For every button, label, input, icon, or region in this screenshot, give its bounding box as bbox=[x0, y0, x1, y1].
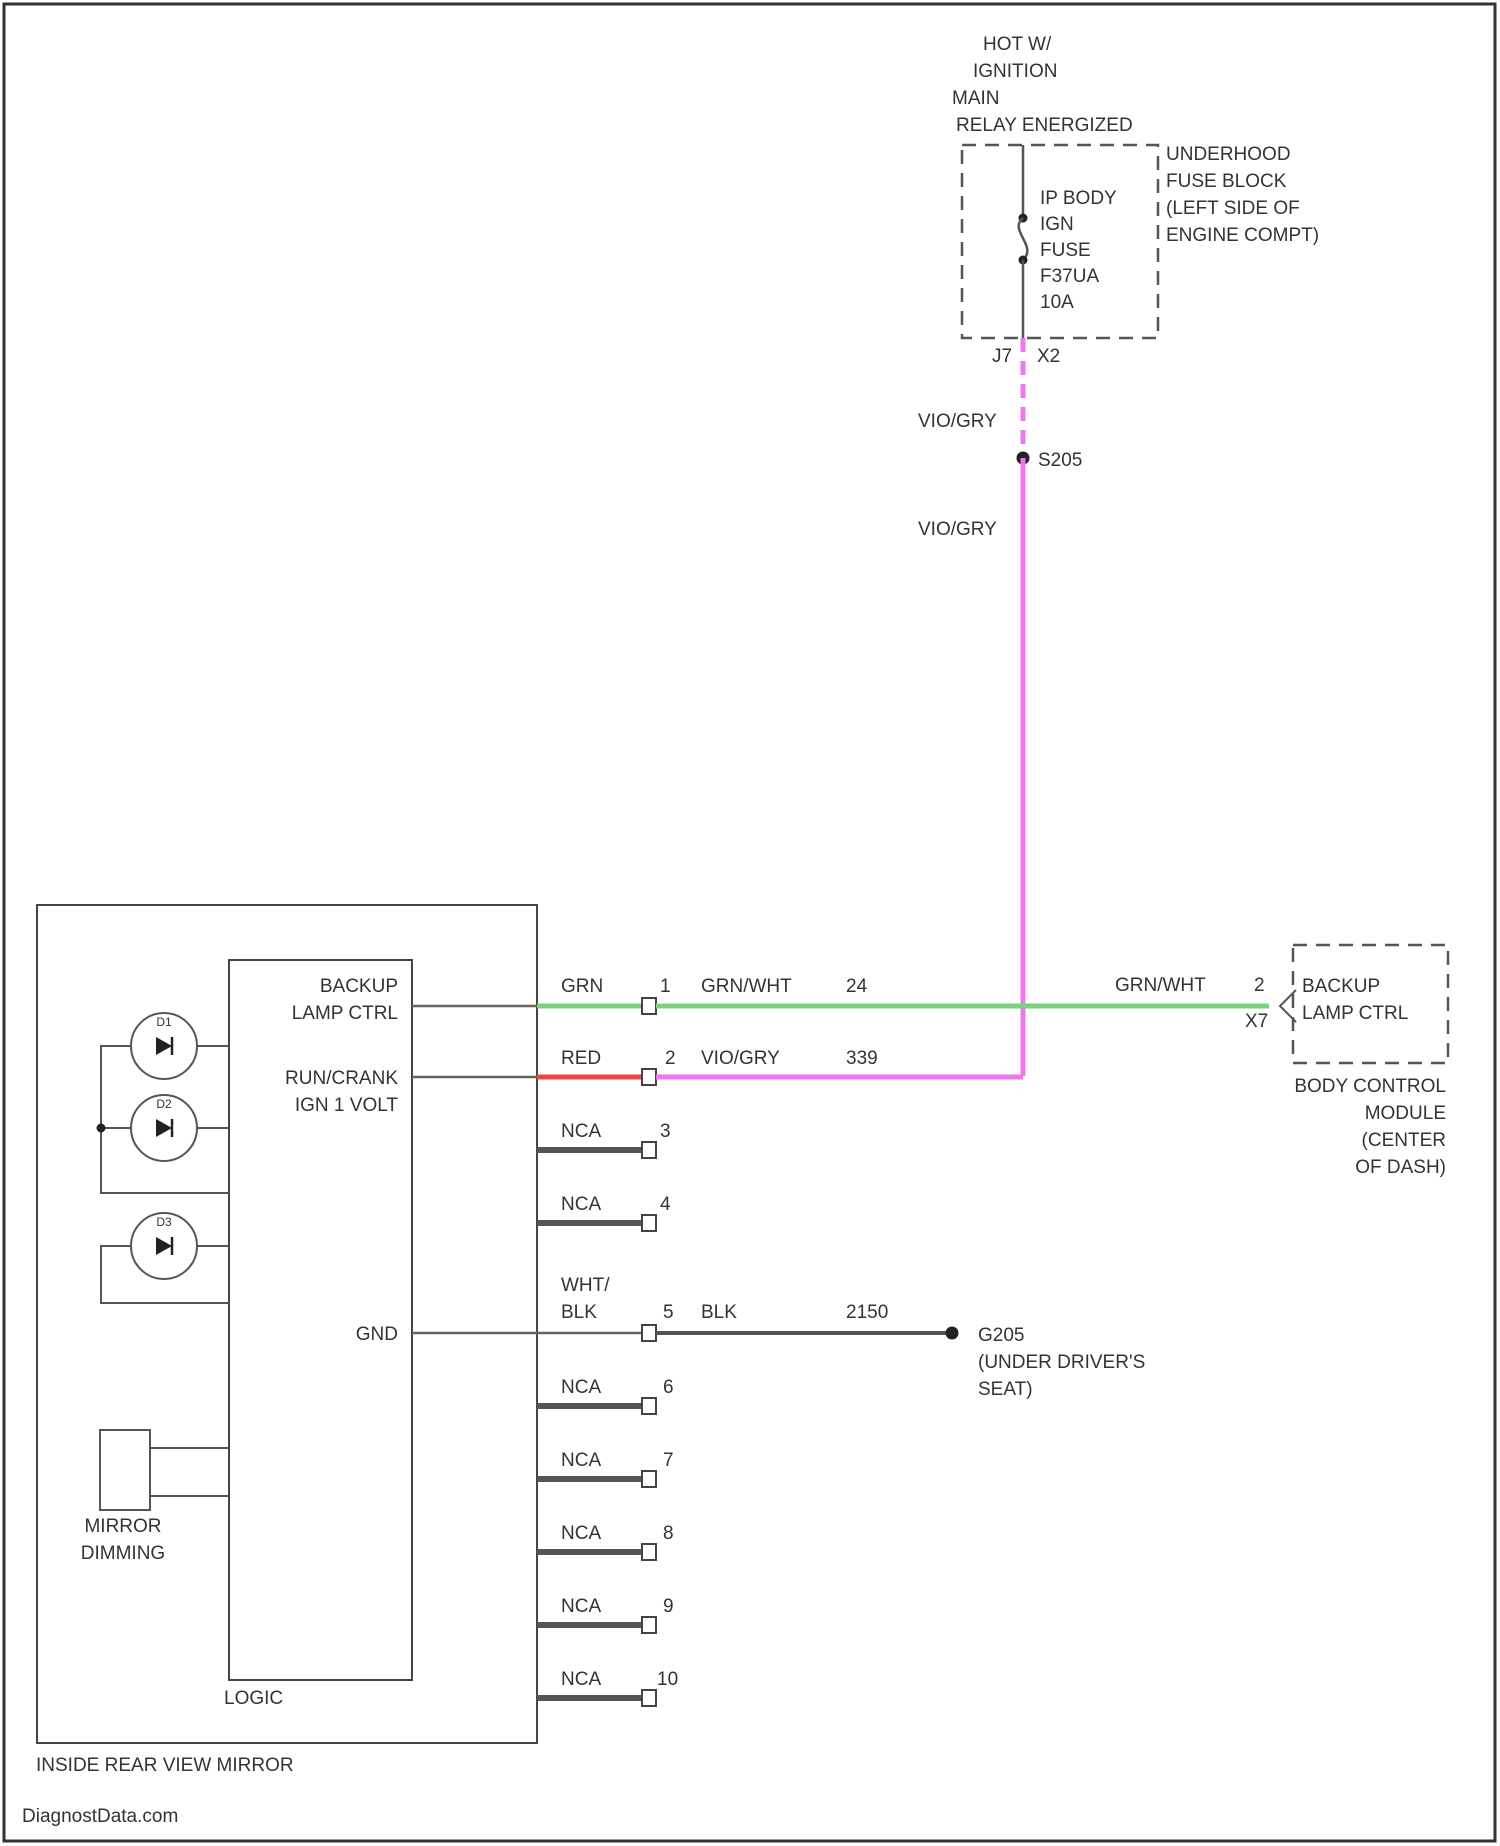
bcm-label-4: OF DASH) bbox=[1355, 1157, 1446, 1178]
bcm-label-1: BODY CONTROL bbox=[1294, 1076, 1446, 1097]
pin-5-inner-label-1: WHT/ bbox=[561, 1275, 610, 1296]
photodiode-icon: D1 bbox=[131, 1013, 197, 1079]
splice-label: S205 bbox=[1038, 450, 1082, 471]
pin-6-label: NCA bbox=[561, 1377, 601, 1398]
pin-3-terminal bbox=[642, 1142, 656, 1158]
pin-2-inner-label: RED bbox=[561, 1048, 601, 1069]
pin-1-num: 1 bbox=[660, 976, 671, 997]
pin-5-wire-label: BLK bbox=[701, 1302, 737, 1323]
svg-text:D3: D3 bbox=[156, 1215, 172, 1229]
bcm-inside-2: LAMP CTRL bbox=[1302, 1003, 1408, 1024]
ground-dot bbox=[946, 1327, 959, 1340]
pin-5-terminal bbox=[642, 1325, 656, 1341]
pin-8-label: NCA bbox=[561, 1523, 601, 1544]
pin-5-circuit: 2150 bbox=[846, 1302, 888, 1323]
pin-5-inner-label-2: BLK bbox=[561, 1302, 597, 1323]
pin-9-label: NCA bbox=[561, 1596, 601, 1617]
pin-2-num: 2 bbox=[665, 1048, 676, 1069]
fuse-line-2: IGN bbox=[1040, 214, 1074, 235]
relay-label: HOT W/ IGNITION MAIN RELAY ENERGIZED bbox=[952, 34, 1133, 136]
pin-10-num: 10 bbox=[657, 1669, 678, 1690]
relay-line-4: RELAY ENERGIZED bbox=[956, 115, 1133, 136]
fuse-connector-label: X2 bbox=[1037, 346, 1060, 367]
fuse-line-1: IP BODY bbox=[1040, 188, 1117, 209]
dimming-label-2: DIMMING bbox=[81, 1543, 165, 1564]
fuse-block-line-4: ENGINE COMPT) bbox=[1166, 225, 1319, 246]
bcm-inside-1: BACKUP bbox=[1302, 976, 1380, 997]
pin-4-terminal bbox=[642, 1215, 656, 1231]
relay-line-2: IGNITION bbox=[973, 61, 1057, 82]
svg-text:D1: D1 bbox=[156, 1015, 172, 1029]
dimming-label-1: MIRROR bbox=[84, 1516, 161, 1537]
pin-3-label: NCA bbox=[561, 1121, 601, 1142]
pin-3-num: 3 bbox=[660, 1121, 671, 1142]
junction-dot bbox=[97, 1124, 106, 1133]
backup-label-2: LAMP CTRL bbox=[292, 1003, 398, 1024]
bcm-label-2: MODULE bbox=[1365, 1103, 1446, 1124]
pin-7-num: 7 bbox=[663, 1450, 674, 1471]
fuse-line-4: F37UA bbox=[1040, 266, 1099, 287]
pin-7-terminal bbox=[642, 1471, 656, 1487]
photodiode-icon: D3 bbox=[131, 1213, 197, 1279]
run-label-1: RUN/CRANK bbox=[285, 1068, 398, 1089]
mirror-dimming-element bbox=[100, 1430, 150, 1510]
pin-4-label: NCA bbox=[561, 1194, 601, 1215]
svg-text:D2: D2 bbox=[156, 1097, 172, 1111]
relay-line-3: MAIN bbox=[952, 88, 1000, 109]
fuse-block-line-3: (LEFT SIDE OF bbox=[1166, 198, 1300, 219]
pin-10-terminal bbox=[642, 1690, 656, 1706]
ground-line-2: (UNDER DRIVER'S bbox=[978, 1352, 1145, 1373]
pin-10-label: NCA bbox=[561, 1669, 601, 1690]
fuse-line-3: FUSE bbox=[1040, 240, 1091, 261]
backup-label-1: BACKUP bbox=[320, 976, 398, 997]
fuse-block-label: UNDERHOOD FUSE BLOCK (LEFT SIDE OF ENGIN… bbox=[1166, 144, 1319, 246]
pin-6-terminal bbox=[642, 1398, 656, 1414]
gnd-label: GND bbox=[356, 1324, 398, 1345]
fuse-icon bbox=[1019, 145, 1028, 338]
mirror-title: INSIDE REAR VIEW MIRROR bbox=[36, 1755, 294, 1776]
pin-7-label: NCA bbox=[561, 1450, 601, 1471]
pin-1-circuit: 24 bbox=[846, 976, 868, 997]
pin-9-num: 9 bbox=[663, 1596, 674, 1617]
bcm-label-3: (CENTER bbox=[1362, 1130, 1446, 1151]
pin-1-inner-label: GRN bbox=[561, 976, 603, 997]
run-label-2: IGN 1 VOLT bbox=[295, 1095, 399, 1116]
pin-6-num: 6 bbox=[663, 1377, 674, 1398]
pin-5-num: 5 bbox=[663, 1302, 674, 1323]
pin-4-num: 4 bbox=[660, 1194, 671, 1215]
fuse-label: IP BODY IGN FUSE F37UA 10A bbox=[1040, 188, 1117, 313]
pin-8-num: 8 bbox=[663, 1523, 674, 1544]
page-frame bbox=[4, 4, 1495, 1841]
bcm-wire-label: GRN/WHT bbox=[1115, 975, 1206, 996]
pin-9-terminal bbox=[642, 1617, 656, 1633]
footer-watermark: DiagnostData.com bbox=[22, 1806, 178, 1827]
pin-1-terminal bbox=[642, 998, 656, 1014]
relay-line-1: HOT W/ bbox=[983, 34, 1052, 55]
bcm-connector: X7 bbox=[1245, 1011, 1268, 1032]
bcm-pin-num: 2 bbox=[1254, 975, 1265, 996]
ground-name: G205 bbox=[978, 1325, 1024, 1346]
pin-2-circuit: 339 bbox=[846, 1048, 878, 1069]
mirror-box bbox=[37, 905, 537, 1743]
fuse-block-line-2: FUSE BLOCK bbox=[1166, 171, 1287, 192]
wire-label-vio-gry-1: VIO/GRY bbox=[918, 411, 997, 432]
pin-2-terminal bbox=[642, 1069, 656, 1085]
logic-label: LOGIC bbox=[224, 1688, 283, 1709]
wire-label-vio-gry-2: VIO/GRY bbox=[918, 519, 997, 540]
fuse-line-5: 10A bbox=[1040, 292, 1074, 313]
pin-8-terminal bbox=[642, 1544, 656, 1560]
ground-line-3: SEAT) bbox=[978, 1379, 1033, 1400]
pin-2-wire-label: VIO/GRY bbox=[701, 1048, 780, 1069]
pin-1-wire-label: GRN/WHT bbox=[701, 976, 792, 997]
fuse-pin-label: J7 bbox=[992, 346, 1012, 367]
fuse-block-line-1: UNDERHOOD bbox=[1166, 144, 1291, 165]
photodiode-icon: D2 bbox=[131, 1095, 197, 1161]
